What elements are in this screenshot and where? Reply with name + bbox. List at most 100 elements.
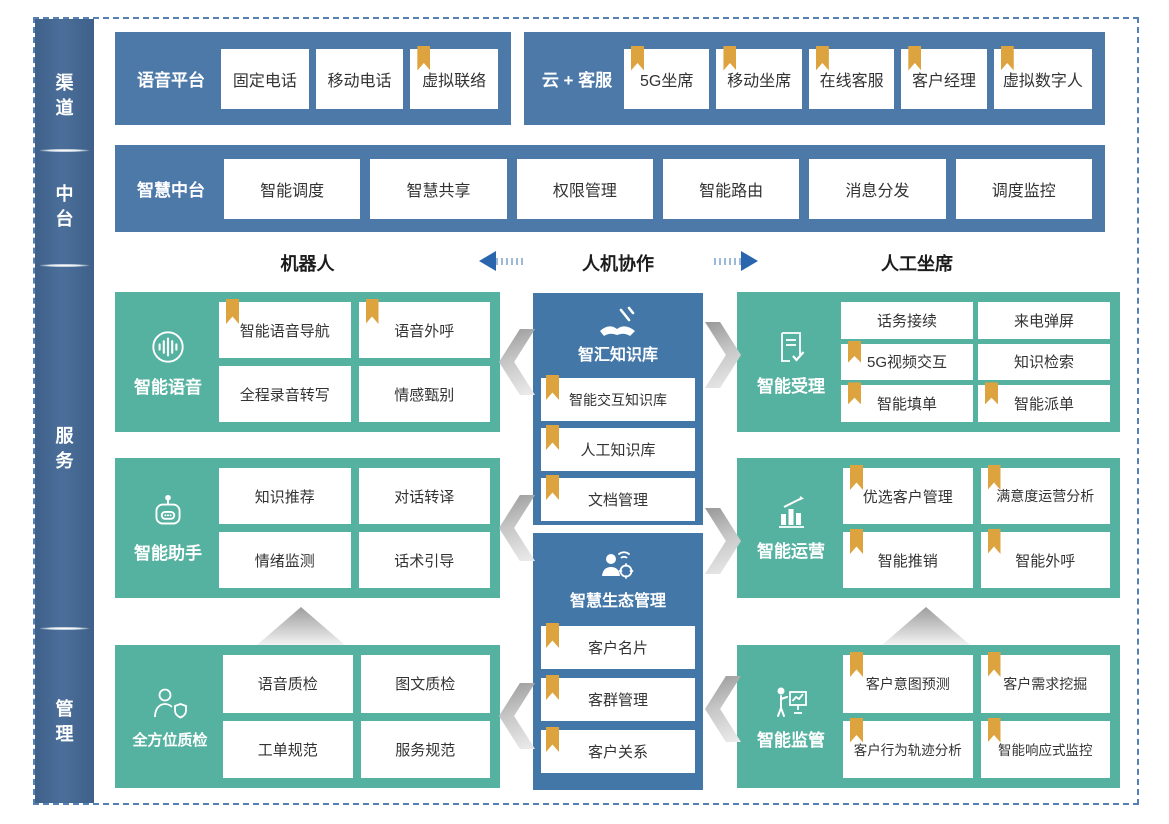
bookmark-icon [850,652,863,677]
block-label: 智汇知识库 [577,347,658,364]
smart-monitor-header: 智能监管 [747,655,835,778]
item-box: 文档管理 [541,475,695,521]
document-check-icon [781,332,805,362]
block-label: 智能受理 [757,377,825,396]
block-label: 智慧生态管理 [569,593,666,610]
cloud-service-label: 云 + 客服 [541,71,613,90]
bookmark-icon [815,45,829,71]
item-label: 智能交互知识库 [569,391,667,408]
collab-agent-title: 人工坐席 [881,254,953,274]
arrow-left-icon [479,251,523,271]
bookmark-icon [987,529,1001,554]
rail-label-text: 服务 [55,426,74,471]
item-label: 智能调度 [260,182,325,200]
knowledge-base-block: 智汇知识库 智能交互知识库 人工知识库 文档管理 [533,293,703,525]
item-box: 智能调度 [224,158,361,219]
block-label: 智能运营 [757,542,825,561]
triangle-left-icon [479,251,496,271]
item-box: 固定电话 [221,48,309,109]
item-box: 话术引导 [358,532,490,588]
smart-monitor-block: 智能监管 客户意图预测 客户需求挖掘 客户行为轨迹分析 智能响应式监控 [737,645,1120,788]
item-label: 智能路由 [699,182,764,200]
block-label: 智能语音 [134,378,202,397]
voice-wave-icon [152,331,184,363]
item-label: 服务规范 [395,741,456,759]
item-box: 人工知识库 [541,425,695,471]
bookmark-icon [987,717,1001,743]
person-network-icon [602,551,634,579]
item-label: 移动坐席 [727,72,792,90]
smart-ops-items: 优选客户管理 满意度运营分析 智能推销 智能外呼 [843,465,1110,588]
item-label: 智能填单 [876,396,937,414]
item-box: 图文质检 [360,655,490,713]
smart-voice-block: 智能语音 智能语音导航 语音外呼 全程录音转写 情感甄别 [115,292,500,432]
item-label: 人工知识库 [580,442,656,459]
item-box: 客户意图预测 [843,652,973,713]
item-box: 语音质检 [223,655,353,713]
item-label: 情绪监测 [254,552,315,570]
smart-ops-block: 智能运营 优选客户管理 满意度运营分析 智能推销 智能外呼 [737,458,1120,598]
item-box: 全程录音转写 [219,366,351,422]
item-box: 情感甄别 [358,366,490,422]
item-box: 智能语音导航 [219,299,351,358]
item-box: 客户关系 [541,727,695,773]
item-label: 图文质检 [395,676,456,694]
presenter-chart-icon [777,687,807,717]
item-label: 权限管理 [552,182,617,200]
item-box: 虚拟联络 [410,45,499,109]
bookmark-icon [723,45,737,71]
item-label: 语音质检 [257,676,318,694]
item-box: 智能派单 [978,382,1110,422]
mid-platform-panel: 智慧中台 智能调度 智慧共享 权限管理 智能路由 消息分发 调度监控 [115,145,1105,232]
item-label: 智慧共享 [406,182,471,200]
bookmark-icon [848,382,861,405]
bookmark-icon [226,299,239,324]
item-label: 话术引导 [394,552,455,570]
item-label: 知识推荐 [254,488,315,506]
item-label: 虚拟数字人 [1002,72,1083,90]
chart-growth-icon [779,496,804,528]
item-box: 客户需求挖掘 [980,652,1110,713]
item-box: 调度监控 [955,158,1092,219]
smart-assistant-items: 知识推荐 对话转译 情绪监测 话术引导 [219,468,490,588]
item-label: 消息分发 [845,182,910,200]
item-label: 智能推销 [877,552,938,570]
collab-center-title: 人机协作 [582,254,654,274]
bookmark-icon [546,475,559,500]
item-label: 优选客户管理 [862,488,953,506]
rail-separator [40,627,89,630]
voice-platform-label: 语音平台 [137,71,205,90]
smart-voice-items: 智能语音导航 语音外呼 全程录音转写 情感甄别 [219,299,490,422]
bookmark-icon [546,375,559,400]
item-label: 智能响应式监控 [998,743,1093,759]
bookmark-icon [631,45,644,71]
collab-robot-title: 机器人 [280,254,335,274]
item-label: 全程录音转写 [239,386,330,404]
bookmark-icon [850,717,863,743]
item-box: 虚拟数字人 [993,45,1092,109]
item-label: 智能语音导航 [239,322,330,340]
item-label: 移动电话 [327,72,392,90]
rail-label-management: 管理 [35,697,94,747]
quality-check-header: 全方位质检 [125,655,215,778]
block-label: 智能监管 [757,730,825,750]
item-label: 智能外呼 [1015,552,1076,570]
voice-platform-panel: 语音平台 固定电话 移动电话 虚拟联络 [115,32,511,125]
arrow-right-icon [714,251,758,271]
item-label: 智能派单 [1013,396,1074,414]
bookmark-icon [908,45,922,71]
robot-icon [155,494,181,525]
block-label: 全方位质检 [132,731,208,749]
rail-label-text: 管理 [55,699,74,744]
quality-check-items: 语音质检 图文质检 工单规范 服务规范 [223,655,490,778]
rail-separator [40,149,89,152]
item-box: 来电弹屏 [978,302,1110,339]
item-label: 客群管理 [587,692,648,709]
smart-accept-header: 智能受理 [747,302,835,422]
item-box: 客群管理 [541,675,695,721]
item-label: 客户关系 [587,744,648,761]
mid-platform-label: 智慧中台 [137,181,205,200]
dashed-tail-icon [714,257,741,265]
eco-management-header: 智慧生态管理 [541,541,695,617]
bookmark-icon [546,425,559,450]
